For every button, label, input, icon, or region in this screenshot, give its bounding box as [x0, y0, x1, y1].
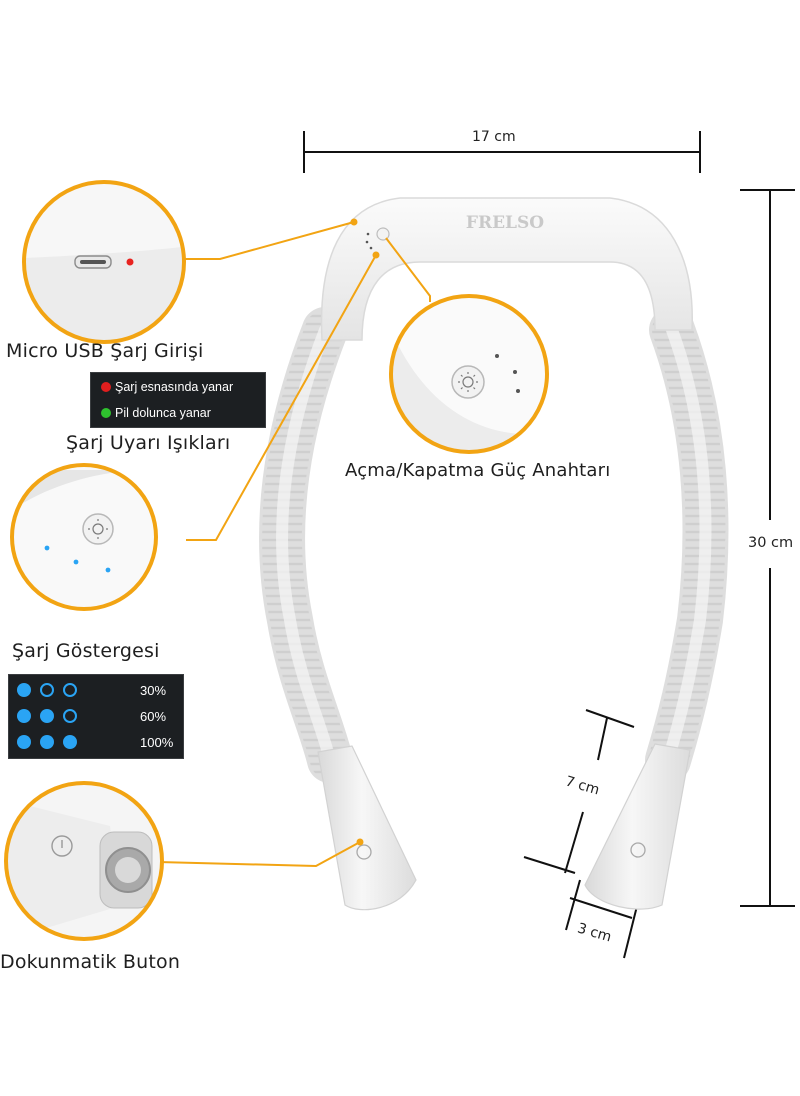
- touch-zoom-circle: [4, 781, 164, 941]
- power-leader: [385, 237, 431, 302]
- leader-lines: [157, 221, 431, 868]
- left-lamp-head: [317, 745, 417, 911]
- legend-row-charging: Şarj esnasında yanar: [101, 380, 233, 394]
- charge-indicator-caption: Şarj Göstergesi: [12, 640, 160, 662]
- warning-lights-caption: Şarj Uyarı Işıkları: [66, 432, 231, 454]
- warning-leader: [186, 254, 377, 541]
- charge-level-row: 60%: [17, 704, 175, 728]
- usb-caption: Micro USB Şarj Girişi: [6, 340, 204, 362]
- red-led-icon: [101, 382, 111, 392]
- filled-dot-icon: [17, 709, 31, 723]
- warning-legend-box: Şarj esnasında yanar Pil dolunca yanar: [90, 372, 266, 428]
- indicator-zoom-circle: [10, 463, 158, 611]
- filled-dot-icon: [40, 709, 54, 723]
- width-label: 17 cm: [472, 129, 516, 145]
- filled-dot-icon: [17, 735, 31, 749]
- right-lamp-head: [584, 743, 691, 910]
- charge-level-box: 30% 60% 100%: [8, 674, 184, 759]
- legend-row-full: Pil dolunca yanar: [101, 406, 211, 420]
- filled-dot-icon: [17, 683, 31, 697]
- charge-level-row: 30%: [17, 678, 175, 702]
- head-length-dimension-line: [523, 709, 635, 874]
- charge-level-label: 100%: [140, 734, 174, 750]
- power-zoom-circle: [389, 294, 549, 454]
- touch-leader: [157, 841, 361, 868]
- empty-dot-icon: [63, 709, 77, 723]
- legend-text-full: Pil dolunca yanar: [115, 406, 211, 420]
- usb-leader: [185, 221, 355, 260]
- power-switch-caption: Açma/Kapatma Güç Anahtarı: [345, 460, 611, 481]
- filled-dot-icon: [40, 735, 54, 749]
- usb-zoom-circle: [22, 180, 186, 344]
- empty-dot-icon: [63, 683, 77, 697]
- height-dimension-line: [740, 189, 795, 907]
- legend-text-charging: Şarj esnasında yanar: [115, 380, 234, 394]
- charge-level-label: 30%: [140, 682, 167, 698]
- filled-dot-icon: [63, 735, 77, 749]
- brand-logo: FRELSO: [466, 213, 544, 233]
- touch-button-caption: Dokunmatik Buton: [0, 951, 181, 973]
- charge-level-label: 60%: [140, 708, 167, 724]
- charge-level-row: 100%: [17, 730, 175, 754]
- neck-lamp: FRELSO: [259, 197, 729, 911]
- green-led-icon: [101, 408, 111, 418]
- height-label: 30 cm: [748, 535, 794, 551]
- empty-dot-icon: [40, 683, 54, 697]
- width-dimension-line: [303, 131, 701, 173]
- head-width-dimension-line: [565, 879, 639, 959]
- power-button-small: [376, 227, 390, 241]
